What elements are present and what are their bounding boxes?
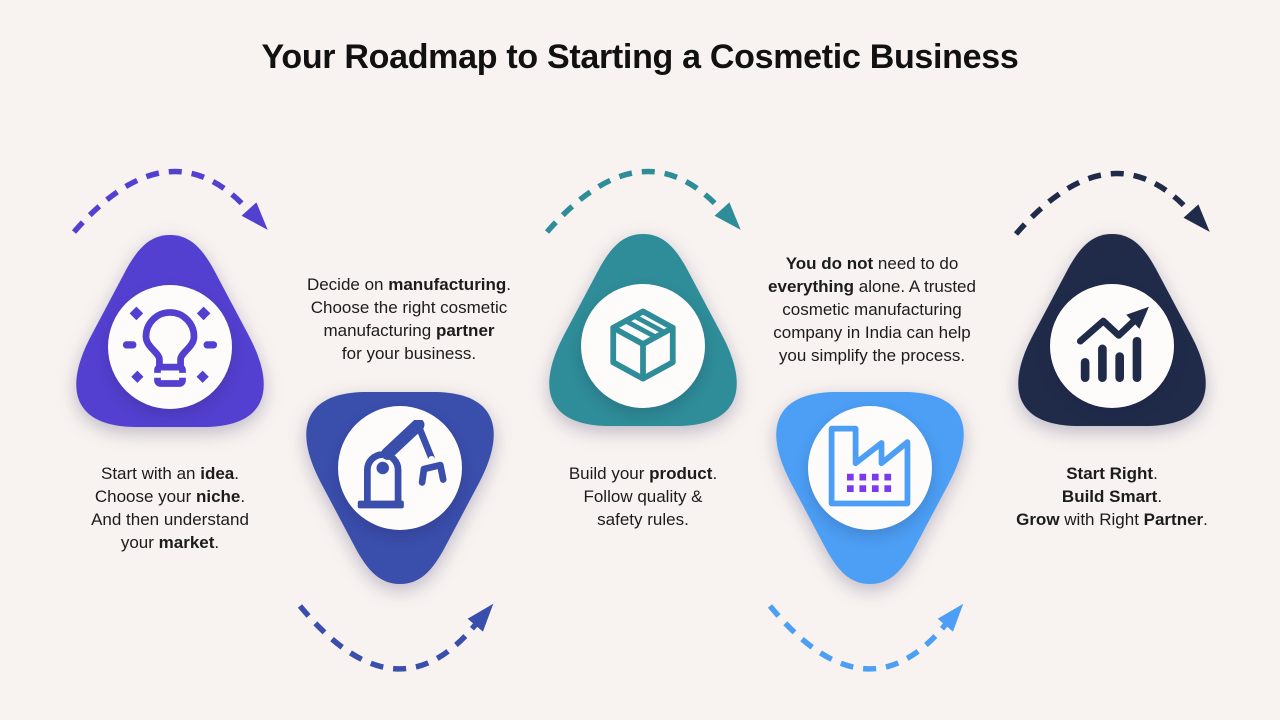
step-description-growth: Start Right.Build Smart.Grow with Right … [1016,464,1208,529]
arc-arrow-5 [1013,170,1210,236]
step-circle [1050,284,1174,408]
step-description-manufacturing: Decide on manufacturing.Choose the right… [306,275,512,363]
arc-arrow-3 [544,168,741,234]
lightbulb-icon [122,306,218,387]
arc-arrow-4 [767,603,964,672]
arc-arrow-2 [297,603,494,672]
step-description-idea: Start with an idea.Choose your niche.And… [91,464,249,552]
step-circle [108,285,232,409]
page-title: Your Roadmap to Starting a Cosmetic Busi… [261,38,1019,76]
factory-windows [846,473,892,492]
arc-arrow-1 [71,168,268,234]
step-shape-growth [1006,232,1218,428]
step-circle [338,406,462,530]
package-box-icon [610,308,676,382]
step-circle [581,284,705,408]
step-shape-product [537,232,749,428]
step-shape-partner-support [764,390,976,586]
step-shape-manufacturing [294,390,506,586]
step-description-product: Build your product.Follow quality &safet… [568,464,718,529]
factory-icon [828,425,911,507]
growth-chart-icon [1076,306,1149,382]
step-shape-idea [64,233,276,429]
robotic-arm-icon [357,420,447,509]
step-circle [808,406,932,530]
